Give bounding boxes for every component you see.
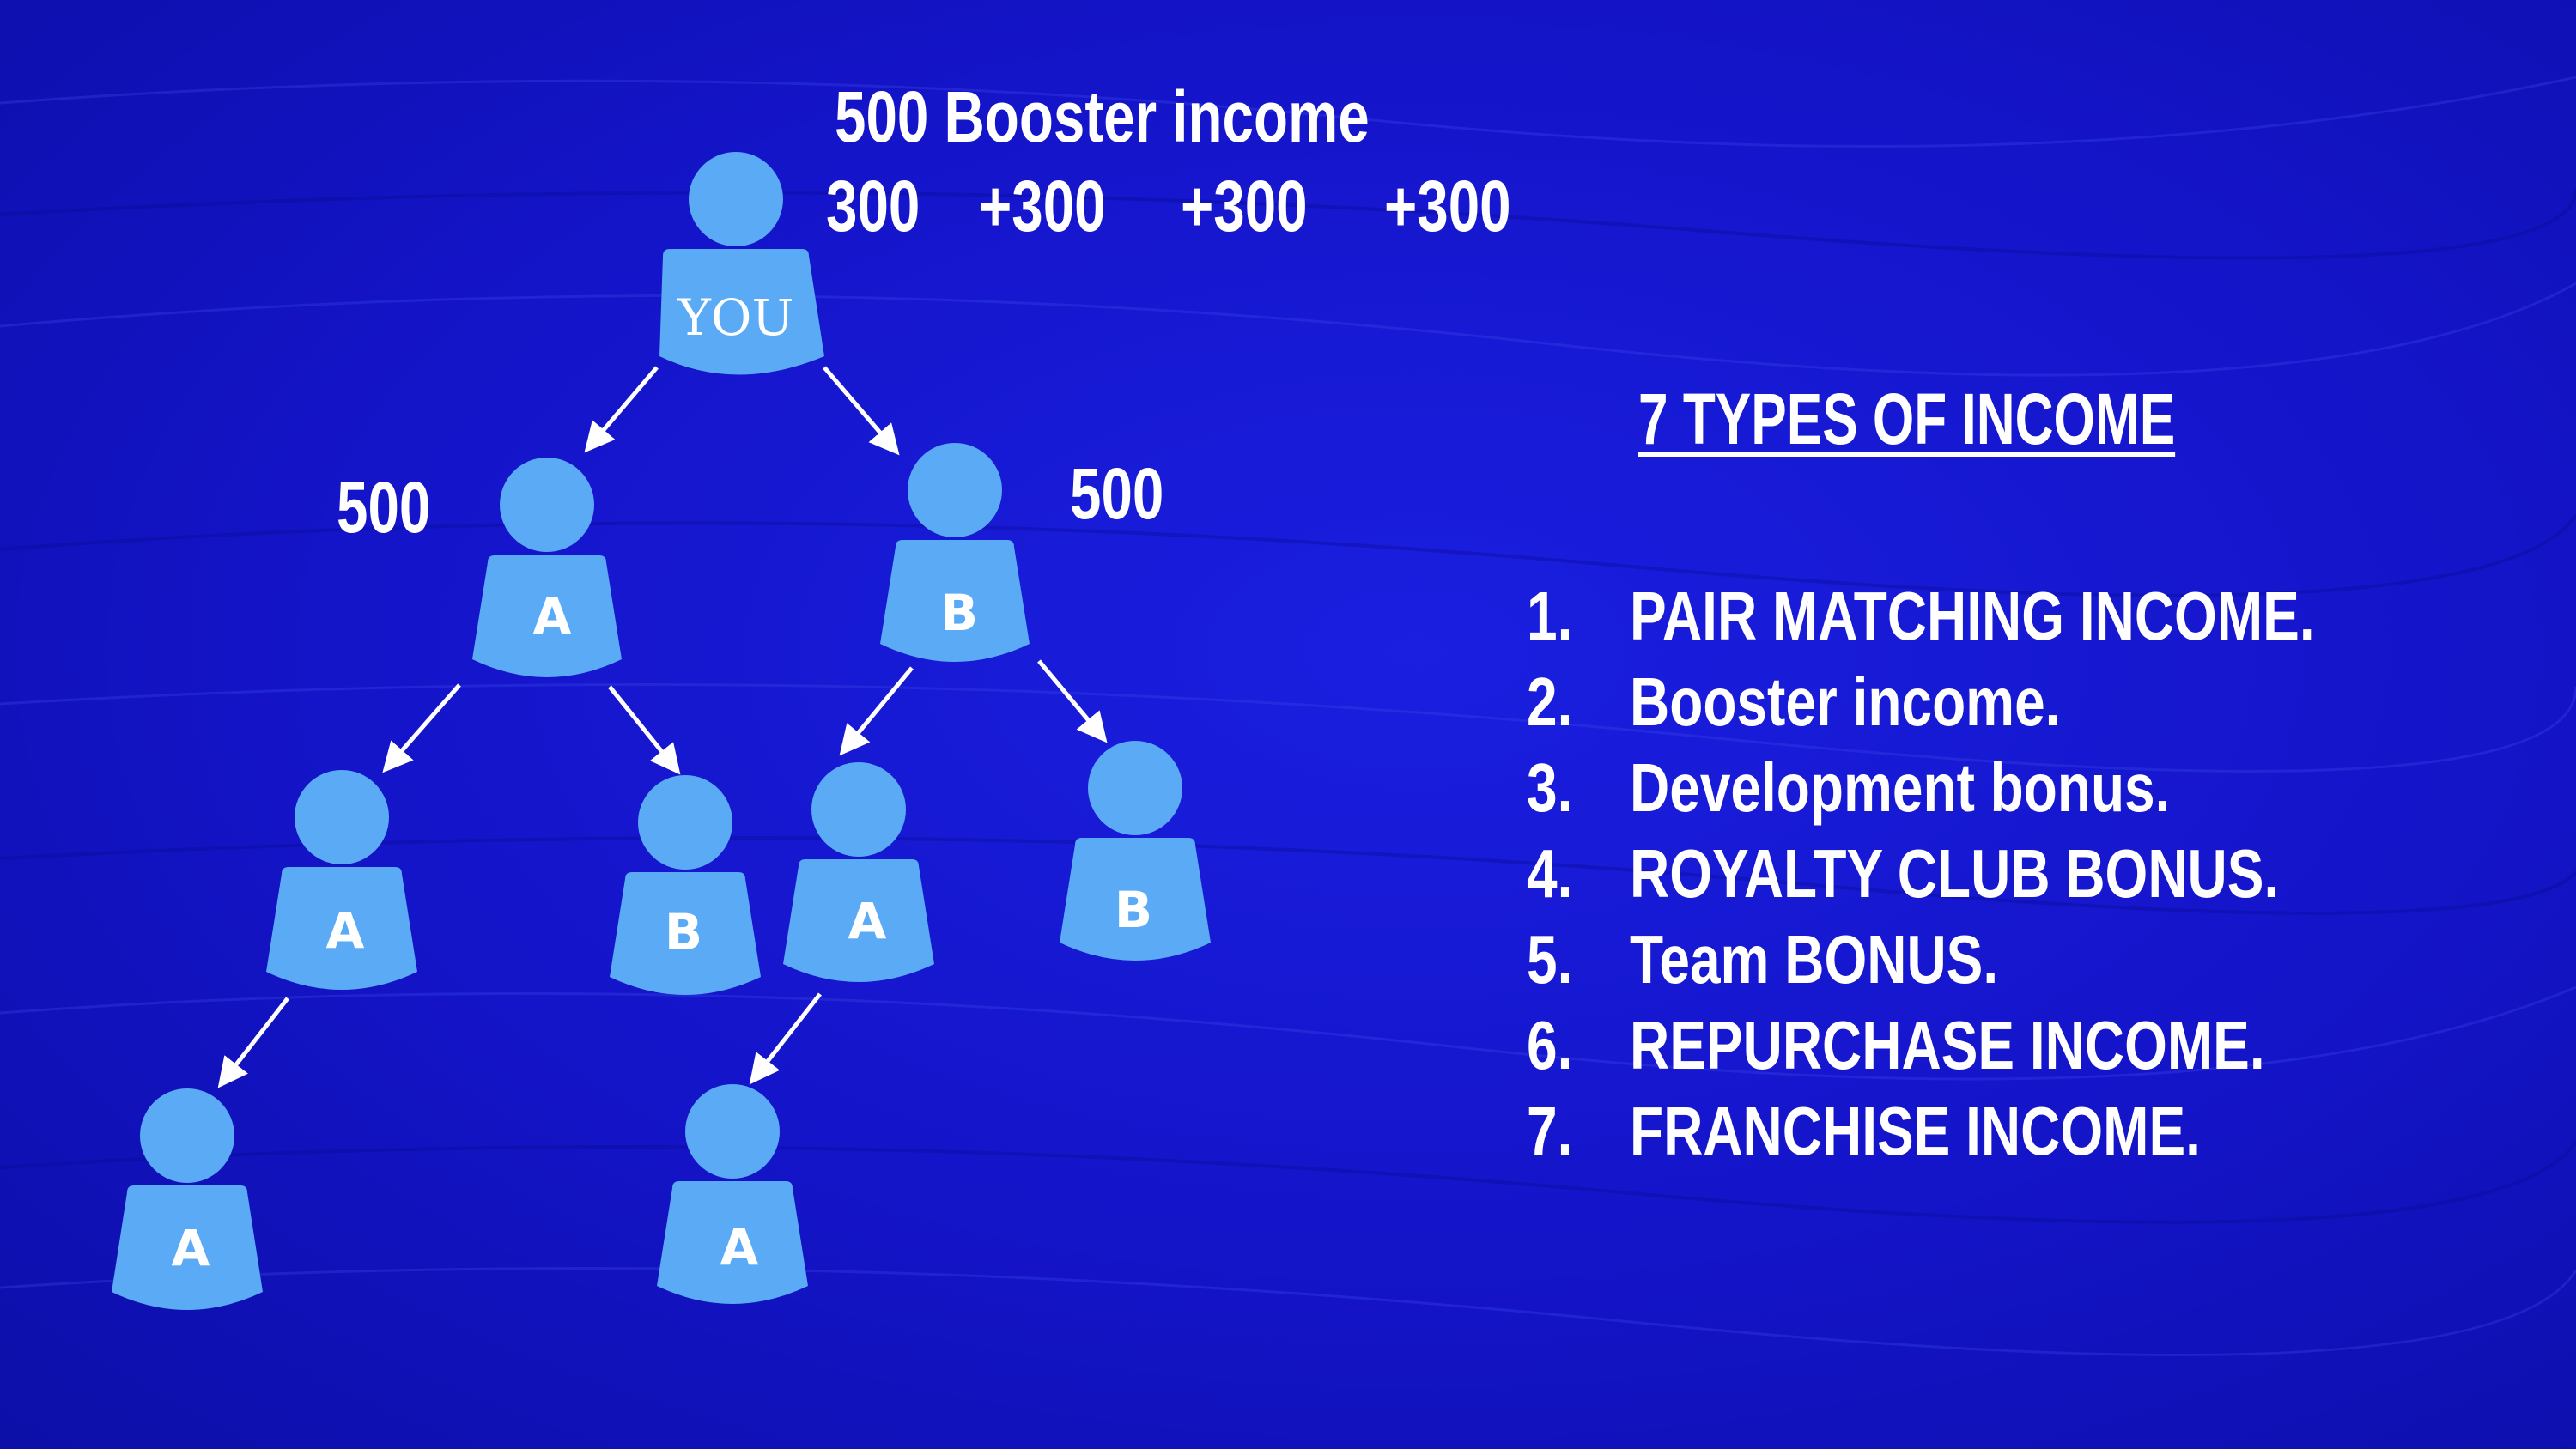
booster-amount: +300 bbox=[1181, 166, 1308, 246]
tree-node-b-a-a: A bbox=[657, 1084, 808, 1304]
list-number: 6. bbox=[1527, 1007, 1573, 1083]
list-number: 3. bbox=[1527, 749, 1573, 826]
tree-connectors bbox=[217, 366, 1108, 1088]
list-item: 6. REPURCHASE INCOME. bbox=[1527, 1003, 2315, 1088]
booster-amount: +300 bbox=[979, 166, 1106, 246]
arrow-aa-to-aaa bbox=[217, 997, 289, 1088]
tree-node-b-b: B bbox=[1060, 741, 1211, 961]
node-label: B bbox=[940, 584, 978, 642]
list-label: Booster income. bbox=[1630, 664, 2061, 740]
booster-income-title: 500 Booster income bbox=[835, 76, 1370, 157]
list-label: PAIR MATCHING INCOME. bbox=[1630, 578, 2315, 654]
right-leg-amount: 500 bbox=[1070, 453, 1164, 534]
list-label: FRANCHISE INCOME. bbox=[1630, 1093, 2201, 1169]
tree-node-b-a: A bbox=[783, 762, 934, 982]
tree-node-you: YOU bbox=[659, 152, 824, 375]
list-label: Development bonus. bbox=[1630, 749, 2171, 826]
arrow-a-to-aa bbox=[382, 683, 461, 773]
booster-amount: 300 bbox=[826, 166, 920, 246]
node-label-you: YOU bbox=[677, 288, 794, 347]
node-label: B bbox=[665, 903, 702, 961]
tree-node-b: B bbox=[880, 443, 1030, 662]
node-label: A bbox=[172, 1219, 210, 1277]
booster-amount: +300 bbox=[1384, 166, 1511, 246]
list-number: 4. bbox=[1527, 835, 1573, 912]
list-number: 2. bbox=[1527, 664, 1573, 740]
income-types-title: 7 TYPES OF INCOME bbox=[1638, 379, 2176, 459]
arrow-ba-to-baa bbox=[749, 992, 822, 1085]
node-label: A bbox=[326, 901, 365, 960]
list-item: 7. FRANCHISE INCOME. bbox=[1527, 1088, 2315, 1174]
list-item: 3. Development bonus. bbox=[1527, 745, 2315, 831]
list-label: REPURCHASE INCOME. bbox=[1630, 1007, 2265, 1083]
list-label: ROYALTY CLUB BONUS. bbox=[1630, 835, 2280, 912]
node-label: B bbox=[1115, 881, 1152, 939]
list-item: 4. ROYALTY CLUB BONUS. bbox=[1527, 831, 2315, 917]
tree-node-a-a-a: A bbox=[112, 1088, 263, 1310]
node-label: A bbox=[533, 587, 572, 646]
node-label: A bbox=[720, 1218, 759, 1276]
income-types-list: 1. PAIR MATCHING INCOME. 2. Booster income… bbox=[1527, 573, 2512, 1174]
list-number: 1. bbox=[1527, 578, 1573, 654]
tree-node-a-a: A bbox=[266, 770, 417, 990]
list-item: 1. PAIR MATCHING INCOME. bbox=[1527, 573, 2315, 659]
list-item: 5. Team BONUS. bbox=[1527, 917, 2315, 1003]
arrow-b-to-ba bbox=[839, 666, 914, 756]
arrow-you-to-a bbox=[584, 366, 659, 453]
node-label: A bbox=[848, 892, 887, 950]
list-label: Team BONUS. bbox=[1630, 921, 1999, 997]
list-number: 7. bbox=[1527, 1093, 1573, 1169]
list-number: 5. bbox=[1527, 921, 1573, 997]
arrow-a-to-ab bbox=[608, 685, 681, 775]
tree-node-a: A bbox=[472, 458, 622, 677]
arrow-b-to-bb bbox=[1037, 659, 1108, 743]
list-item: 2. Booster income. bbox=[1527, 659, 2315, 745]
tree-node-a-b: B bbox=[610, 775, 761, 995]
left-leg-amount: 500 bbox=[337, 467, 431, 548]
arrow-you-to-b bbox=[823, 366, 900, 456]
